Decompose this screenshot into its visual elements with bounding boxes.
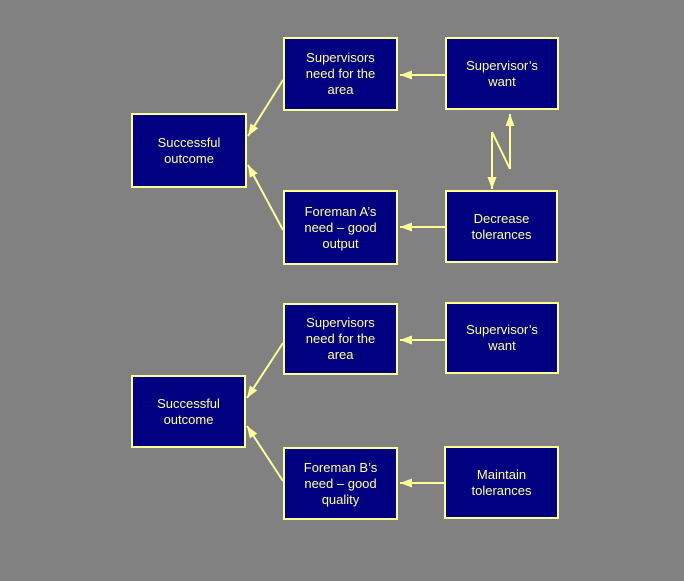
node-maintain-tolerances: Maintain tolerances [444, 446, 559, 519]
conflict-zigzag-diagonal [491, 131, 511, 170]
node-foreman-a-need: Foreman A’s need – good output [283, 190, 398, 265]
node-foreman-b-need: Foreman B’s need – good quality [283, 447, 398, 520]
node-decrease-tolerances: Decrease tolerances [445, 190, 558, 263]
arrow-foremanB-to-outcome [246, 425, 284, 482]
node-successful-outcome-top: Successful outcome [131, 113, 247, 188]
arrow-need-to-outcome-top1 [247, 79, 284, 137]
arrow-foremanA-to-outcome [247, 164, 284, 231]
arrow-need-to-outcome-top2 [246, 342, 284, 399]
node-successful-outcome-bottom: Successful outcome [131, 375, 246, 448]
node-supervisors-need-top: Supervisors need for the area [283, 37, 398, 111]
node-supervisors-need-bottom: Supervisors need for the area [283, 303, 398, 375]
node-supervisors-want-top: Supervisor’s want [445, 37, 559, 110]
node-supervisors-want-bottom: Supervisor’s want [445, 302, 559, 374]
